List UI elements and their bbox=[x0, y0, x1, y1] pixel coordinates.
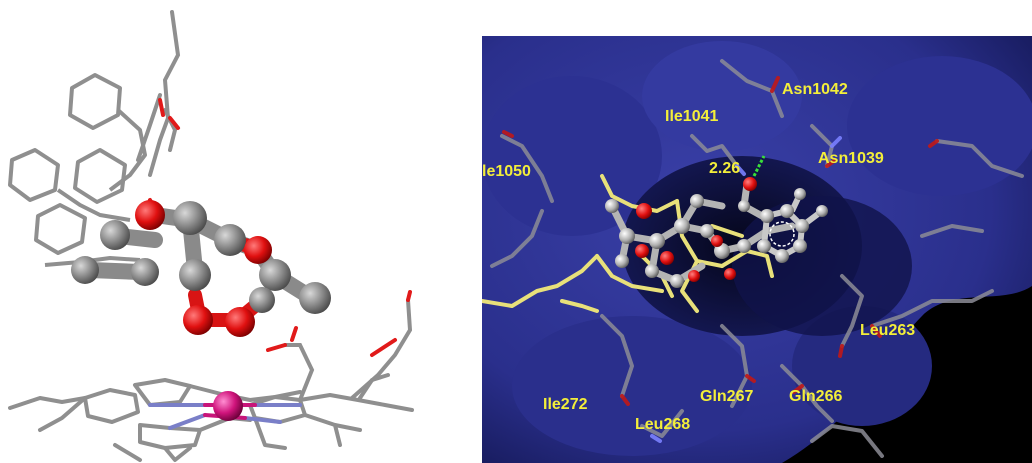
iron-atom bbox=[213, 391, 243, 421]
binding-pocket-image: Asn1042 Ile1041 Asn1039 le1050 Leu263 Il… bbox=[482, 36, 1032, 463]
residue-labels: Asn1042 Ile1041 Asn1039 le1050 Leu263 Il… bbox=[482, 81, 915, 433]
ball-and-stick-ligand bbox=[71, 200, 331, 337]
label-asn1042: Asn1042 bbox=[782, 81, 848, 98]
label-ile1041: Ile1041 bbox=[665, 108, 718, 125]
distance-label: 2.26 bbox=[709, 160, 740, 177]
label-gln267: Gln267 bbox=[700, 388, 753, 405]
label-asn1039: Asn1039 bbox=[818, 150, 884, 167]
left-molecule-panel bbox=[0, 0, 470, 463]
heme-porphyrin bbox=[8, 373, 414, 462]
ligand-heme-overlay-image bbox=[8, 10, 414, 462]
label-leu268: Leu268 bbox=[635, 416, 690, 433]
label-ile1050: le1050 bbox=[482, 163, 531, 180]
docked-ligand bbox=[605, 177, 828, 288]
propionate-side-chains bbox=[283, 298, 413, 402]
label-leu263: Leu263 bbox=[860, 322, 915, 339]
label-ile272: Ile272 bbox=[543, 396, 588, 413]
residue-nitrogens bbox=[650, 136, 842, 443]
phenyl-ring-wireframes bbox=[8, 73, 147, 267]
residue-sticks bbox=[490, 59, 1024, 458]
hydrogen-bond-dashes bbox=[752, 155, 766, 177]
label-gln266: Gln266 bbox=[789, 388, 842, 405]
heme-nitrogen-bonds bbox=[148, 403, 302, 430]
residue-oxygens bbox=[502, 76, 939, 406]
carboxylate-oxygens bbox=[266, 290, 412, 357]
right-docking-panel: Asn1042 Ile1041 Asn1039 le1050 Leu263 Il… bbox=[482, 36, 1032, 463]
